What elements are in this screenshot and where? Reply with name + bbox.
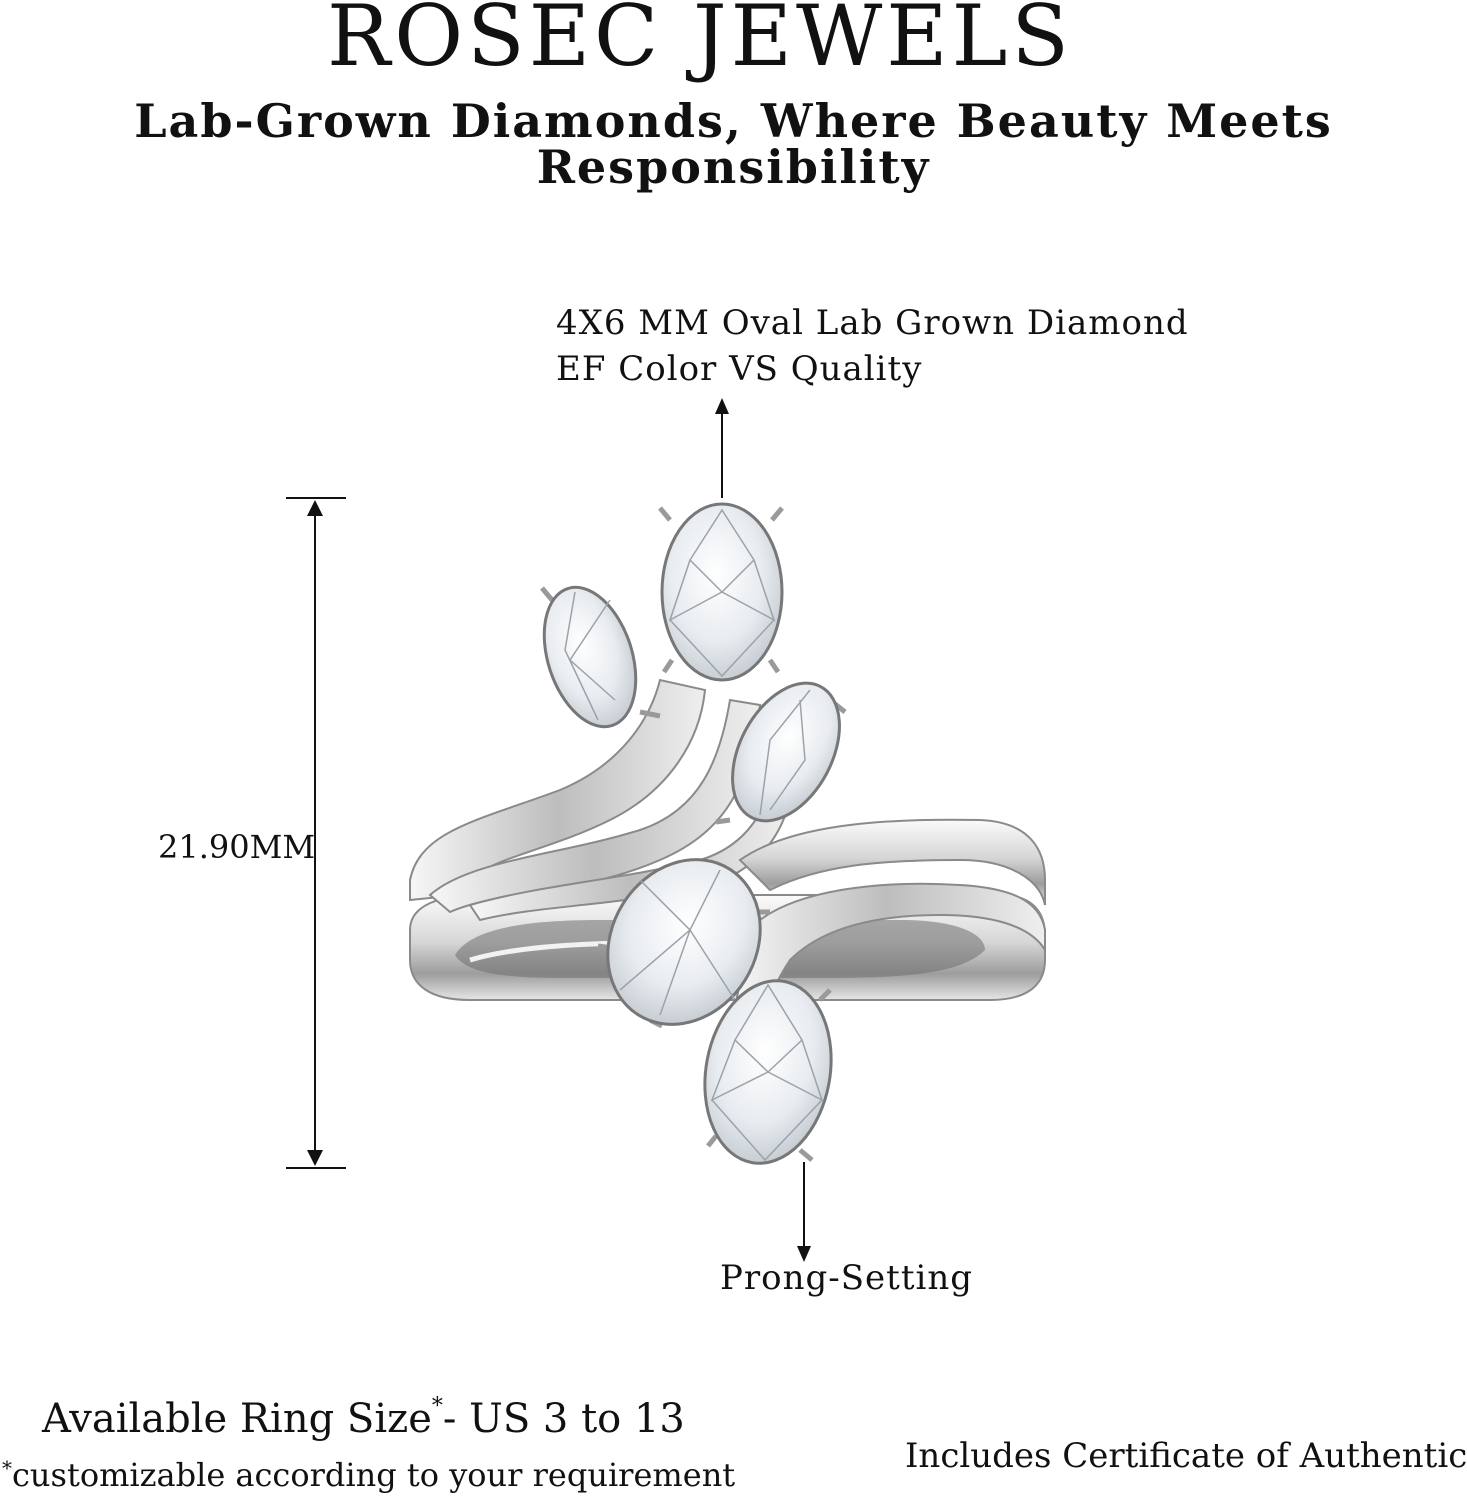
stone-quality-line: EF Color VS Quality	[556, 349, 923, 389]
ring-size-asterisk: *	[431, 1394, 443, 1419]
stone-spec-line: 4X6 MM Oval Lab Grown Diamond	[556, 303, 1189, 343]
setting-callout: Prong-Setting	[720, 1258, 974, 1298]
brand-tagline: Lab-Grown Diamonds, Where Beauty Meets R…	[134, 94, 1333, 194]
customization-asterisk: *	[2, 1456, 12, 1480]
ring-size-prefix: Available Ring Size	[42, 1396, 432, 1442]
stone-callout: 4X6 MM Oval Lab Grown Diamond EF Color V…	[556, 300, 1189, 392]
customization-note: *customizable according to your requirem…	[2, 1456, 735, 1494]
diamond-stone-right	[715, 681, 847, 825]
brand-title: ROSEC JEWELS	[327, 0, 1073, 85]
diamond-stone-upper-left	[540, 585, 661, 729]
height-dimension-label: 21.90MM	[158, 828, 316, 866]
diamond-stones	[540, 502, 847, 1165]
ring-size-info: Available Ring Size*- US 3 to 13	[42, 1394, 685, 1442]
diamond-stone-bottom	[703, 979, 833, 1165]
diamond-stone-top	[658, 502, 784, 682]
certificate-note: Includes Certificate of Authenticity	[905, 1436, 1467, 1476]
setting-callout-arrow	[797, 1162, 811, 1262]
stone-callout-arrow	[715, 398, 729, 498]
height-dimension-line	[286, 497, 346, 1169]
ring-size-range: - US 3 to 13	[442, 1396, 685, 1442]
diamond-stone-lower-left	[597, 858, 770, 1029]
customization-text: customizable according to your requireme…	[12, 1456, 736, 1494]
